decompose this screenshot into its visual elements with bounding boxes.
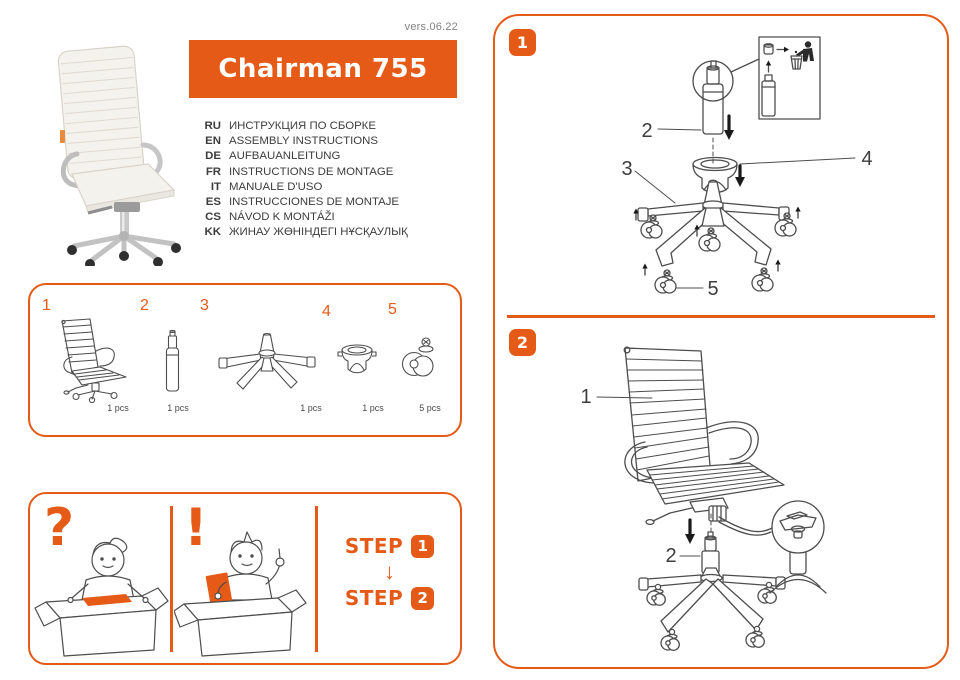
info-box: ? ! (28, 492, 462, 665)
part-number: 3 (200, 297, 209, 314)
step2-badge: 2 (509, 329, 536, 356)
language-label: ASSEMBLY INSTRUCTIONS (229, 135, 378, 148)
language-label: INSTRUCCIONES DE MONTAJE (229, 195, 400, 208)
language-label: ИНСТРУКЦИЯ ПО СБОРКЕ (229, 120, 376, 132)
part-number: 2 (140, 297, 149, 314)
down-arrow-icon: ↓ (384, 559, 395, 584)
language-row: ES INSTRUCCIONES DE MONTAJE (197, 196, 408, 211)
part-number: 1 (42, 297, 51, 314)
product-title: Chairman 755 (218, 54, 428, 84)
tidyman-icon (794, 41, 814, 62)
parts-box: 1 2 3 4 5 (28, 283, 462, 437)
part-cover-drawing (337, 344, 377, 374)
question-mark: ? (44, 498, 75, 558)
disposal-inset-box (758, 36, 821, 120)
part-number: 5 (388, 301, 397, 318)
read-manual-illustration (174, 531, 307, 657)
language-row: FR INSTRUCTIONS DE MONTAGE (197, 166, 408, 181)
part-qty: 5 pcs (419, 403, 441, 413)
divider (170, 506, 173, 652)
product-photo (57, 45, 181, 266)
language-code: ES (205, 195, 221, 208)
step-word: STEP (344, 534, 404, 558)
language-label: MANUALE D'USO (229, 180, 323, 193)
caster-drawing (646, 581, 777, 651)
language-label: INSTRUCTIONS DE MONTAGE (229, 165, 394, 178)
language-row: KK ЖИНАУ ЖӨНІНДЕГІ НҰСҚАУЛЫҚ (197, 226, 408, 241)
title-banner: Chairman 755 (189, 40, 457, 98)
part-qty: 1 pcs (167, 403, 189, 413)
step-word: STEP (344, 586, 404, 610)
photo-brand-tag (60, 130, 65, 143)
language-code: FR (205, 165, 221, 178)
label-gas-lift: 2 (665, 545, 676, 567)
up-arrow-icon (633, 206, 801, 276)
language-label: NÁVOD K MONTÁŽI (229, 211, 335, 224)
unpacking-check-illustration (34, 537, 169, 657)
step2-number-badge: 2 (411, 586, 435, 610)
part-qty: 1 pcs (362, 403, 384, 413)
step-sequence: STEP 1 ↓ STEP 2 (317, 534, 462, 610)
language-row: RU ИНСТРУКЦИЯ ПО СБОРКЕ (197, 120, 408, 135)
part-caster-drawing (401, 337, 434, 377)
step1-number-badge: 1 (411, 534, 435, 558)
step1-badge: 1 (509, 29, 536, 56)
step1-row: STEP 1 (344, 534, 435, 558)
language-code: EN (205, 135, 221, 148)
language-code: DE (205, 150, 221, 163)
language-row: IT MANUALE D'USO (197, 181, 408, 196)
language-list: RU ИНСТРУКЦИЯ ПО СБОРКЕ EN ASSEMBLY INSTRU… (197, 120, 408, 242)
detail-magnifier-circle (771, 500, 825, 554)
label-cover: 4 (861, 148, 872, 170)
caster-drawing (640, 212, 797, 294)
part-qty: 1 pcs (107, 403, 129, 413)
part-number: 4 (322, 303, 331, 320)
step1-diagram: 2 3 4 5 (621, 36, 873, 300)
part-chair-drawing (61, 318, 127, 403)
language-label: ЖИНАУ ЖӨНІНДЕГІ НҰСҚАУЛЫҚ (229, 226, 408, 239)
base-drawing (637, 179, 790, 267)
panel-divider (507, 315, 935, 318)
step2-diagram: 1 2 (580, 346, 827, 651)
language-code: RU (204, 120, 221, 132)
label-base: 3 (621, 158, 632, 180)
language-row: DE AUFBAUANLEITUNG (197, 150, 408, 165)
language-code: CS (205, 211, 221, 224)
part-base-drawing (218, 332, 316, 390)
part-gas-lift-drawing (165, 330, 180, 392)
part-qty: 1 pcs (300, 403, 322, 413)
step2-row: STEP 2 (344, 586, 435, 610)
language-label: AUFBAUANLEITUNG (229, 150, 341, 163)
version-label: vers.06.22 (404, 21, 458, 33)
exclamation-mark: ! (184, 498, 208, 558)
language-code: KK (204, 226, 221, 239)
language-row: CS NÁVOD K MONTÁŽI (197, 211, 408, 226)
waste-basket-icon (790, 55, 803, 70)
label-chair: 1 (580, 386, 591, 408)
language-code: IT (210, 180, 221, 193)
label-gas-lift: 2 (641, 120, 652, 142)
assembly-panel: 1 (493, 14, 949, 669)
divider (315, 506, 318, 652)
language-row: EN ASSEMBLY INSTRUCTIONS (197, 135, 408, 150)
label-caster: 5 (707, 278, 718, 300)
